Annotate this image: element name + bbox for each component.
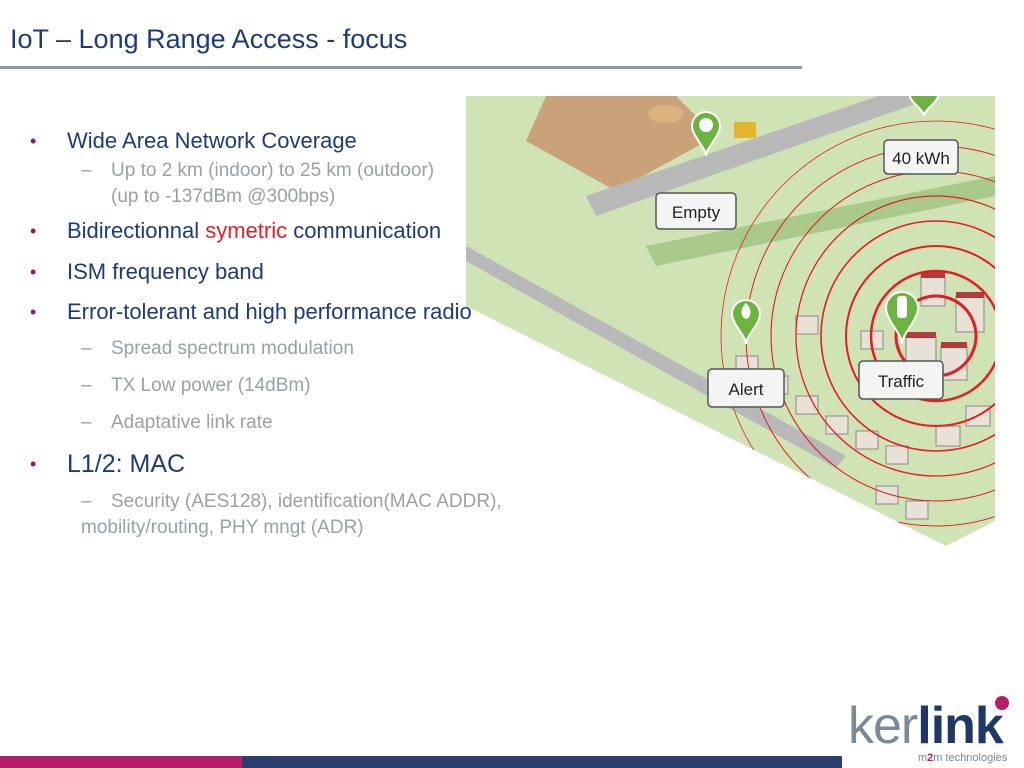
pin-empty-icon [690,111,722,157]
pin-alert-icon [730,299,762,345]
sub-bullet-text-line2: mobility/routing, PHY mngt (ADR) [81,517,364,538]
bullet-dot: • [30,302,37,322]
title-underline [0,66,802,69]
sub-bullet-dash: – [81,160,92,181]
building-roofs [906,272,984,348]
sub-bullet-dash: – [81,491,92,512]
bullet-dot: • [30,131,37,151]
bullet-wide-area: • Wide Area Network Coverage [30,126,610,156]
sub-bullet-text-line2: (up to -137dBm @300bps) [111,186,336,207]
sub-bullet-text: Security (AES128), identification(MAC AD… [111,491,502,512]
sub-bullet-text: Adaptative link rate [111,412,273,433]
bullet-text: Error-tolerant and high performance radi… [67,299,472,324]
svg-text:Alert: Alert [729,380,764,399]
sub-bullet-tx-power: – TX Low power (14dBm) [30,373,610,399]
bullet-ism: • ISM frequency band [30,257,610,287]
sub-bullet-link-rate: – Adaptative link rate [30,410,610,436]
sand-pile [648,105,684,123]
excavator [734,122,756,138]
svg-text:Traffic: Traffic [878,372,925,391]
bullet-error-tolerant: • Error-tolerant and high performance ra… [30,297,610,327]
sub-bullet-dash: – [81,412,92,433]
bullet-bidirectional: • Bidirectionnal symetric communication [30,216,610,246]
bullet-text: L1/2: MAC [67,450,186,478]
logo-tagline: m2m technologies [918,752,1008,764]
logo-dot-icon [995,696,1009,710]
sub-bullet-spread: – Spread spectrum modulation [30,336,610,362]
iot-city-illustration: Empty 40 kWh Alert Traffic [466,96,995,546]
label-traffic: Traffic [858,360,944,400]
bullet-text: ISM frequency band [67,259,264,284]
pin-kwh-icon [908,96,940,117]
sub-bullet-text: Up to 2 km (indoor) to 25 km (outdoor) [111,160,435,181]
bullet-text-accent: symetric [205,218,288,243]
logo-wordmark: kerlink [848,697,1004,755]
sub-bullet-dash: – [81,375,92,396]
label-alert: Alert [707,368,785,408]
kerlink-logo: kerlink m2m technologies [846,696,1024,768]
sub-bullet-security: – Security (AES128), identification(MAC … [30,489,610,541]
footer-bar-pink [0,756,242,768]
road [586,96,995,216]
slide-title: IoT – Long Range Access - focus [10,24,408,54]
svg-text:40 kWh: 40 kWh [892,149,950,168]
svg-text:Empty: Empty [672,203,721,222]
label-empty: Empty [655,192,737,230]
bullet-text: Wide Area Network Coverage [67,128,357,153]
bullet-text-pre: Bidirectionnal [67,218,206,243]
bullet-dot: • [30,454,37,474]
sub-bullet-text: Spread spectrum modulation [111,338,354,359]
sub-bullet-text: TX Low power (14dBm) [111,375,311,396]
bullet-text-post: communication [287,218,442,243]
city-buildings [735,275,991,520]
bullet-list: • Wide Area Network Coverage – Up to 2 k… [30,126,610,541]
bullet-dot: • [30,221,37,241]
sub-bullet-range: – Up to 2 km (indoor) to 25 km (outdoor)… [30,158,610,210]
bullet-mac: • L1/2: MAC [30,448,610,480]
sub-bullet-dash: – [81,338,92,359]
pin-traffic-icon [884,291,920,345]
footer-bar-blue [242,756,842,768]
bullet-dot: • [30,262,37,282]
road [466,246,846,468]
label-kwh: 40 kWh [883,139,959,175]
